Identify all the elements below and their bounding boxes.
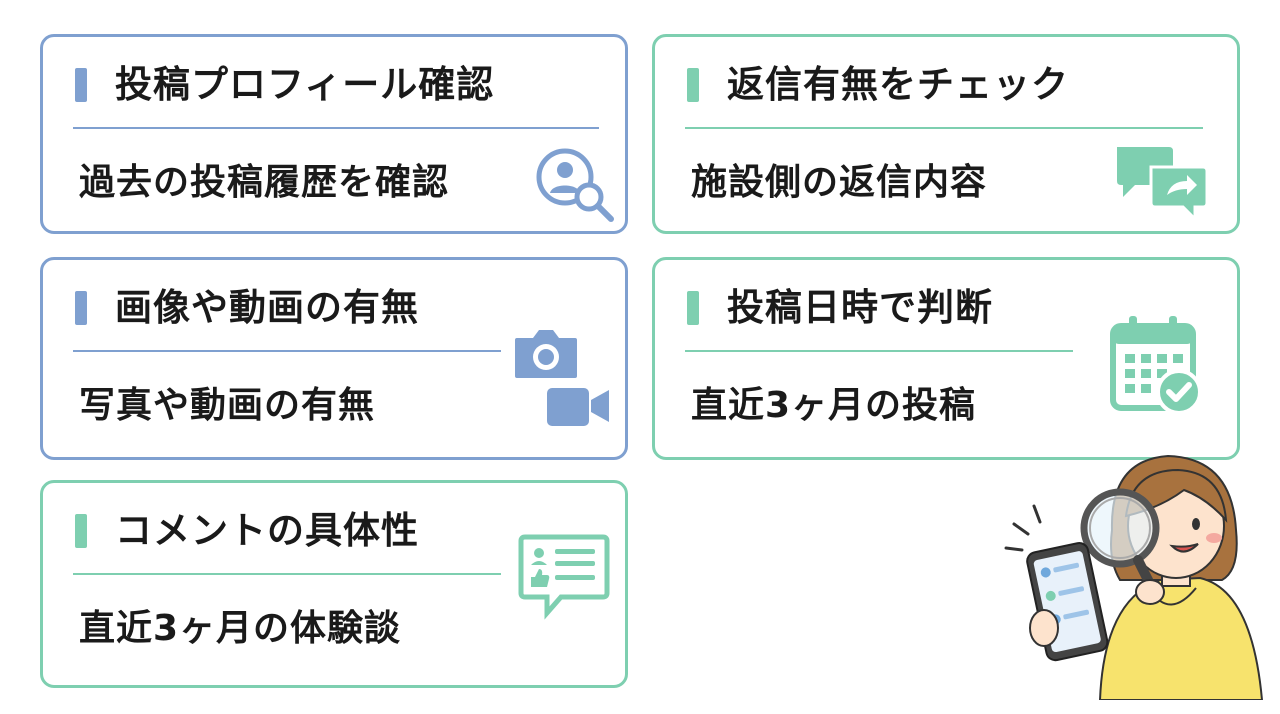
woman-magnifier-illustration (1004, 454, 1264, 700)
card-subtitle: 写真や動画の有無 (79, 385, 376, 426)
card-title: 投稿日時で判断 (727, 286, 993, 329)
accent-bar (687, 68, 699, 102)
accent-bar (75, 291, 87, 325)
divider (685, 127, 1203, 129)
card-subtitle: 過去の投稿履歴を確認 (79, 162, 450, 203)
accent-bar (75, 514, 87, 548)
reply-chat-icon (1117, 147, 1209, 221)
card-title: 返信有無をチェック (727, 63, 1069, 106)
card-comment-check: コメントの具体性 直近3ヶ月の体験談 (40, 480, 628, 688)
card-subtitle: 直近3ヶ月の体験談 (79, 608, 402, 649)
video-camera-icon (547, 388, 609, 426)
card-title: 投稿プロフィール確認 (115, 63, 495, 106)
divider (73, 127, 599, 129)
divider (685, 350, 1073, 352)
card-title: コメントの具体性 (115, 509, 419, 552)
card-subtitle: 直近3ヶ月の投稿 (691, 385, 977, 426)
comment-detail-icon (518, 534, 610, 620)
card-subtitle: 施設側の返信内容 (691, 162, 988, 203)
profile-search-icon (536, 148, 614, 222)
divider (73, 573, 501, 575)
camera-icon (515, 330, 577, 378)
calendar-check-icon (1110, 316, 1202, 415)
card-title: 画像や動画の有無 (115, 286, 419, 329)
card-profile-check: 投稿プロフィール確認 過去の投稿履歴を確認 (40, 34, 628, 234)
card-reply-check: 返信有無をチェック 施設側の返信内容 (652, 34, 1240, 234)
accent-bar (75, 68, 87, 102)
card-media-check: 画像や動画の有無 写真や動画の有無 (40, 257, 628, 460)
card-date-check: 投稿日時で判断 直近3ヶ月の投稿 (652, 257, 1240, 460)
divider (73, 350, 501, 352)
accent-bar (687, 291, 699, 325)
